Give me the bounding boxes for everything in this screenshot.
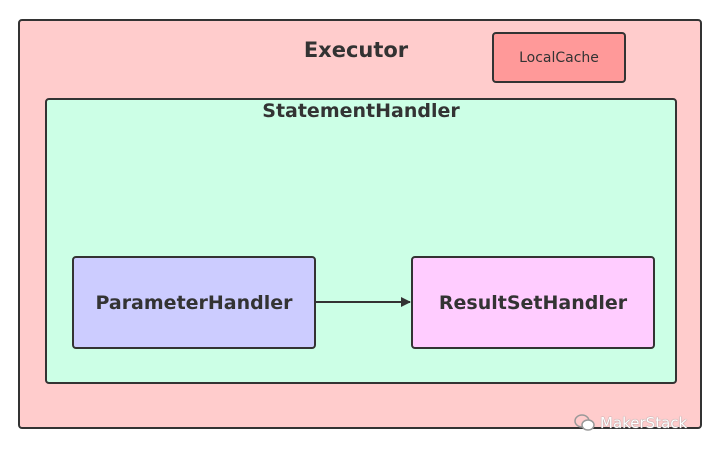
result-set-handler-label: ResultSetHandler <box>438 291 628 314</box>
watermark-text: MakerStack <box>600 414 688 432</box>
parameter-handler-label: ParameterHandler <box>95 291 293 314</box>
local-cache-box: LocalCache <box>492 32 626 83</box>
local-cache-label: LocalCache <box>519 49 599 66</box>
parameter-handler-box: ParameterHandler <box>72 256 316 349</box>
executor-title: Executor <box>303 38 409 62</box>
wechat-icon <box>574 414 595 431</box>
result-set-handler-box: ResultSetHandler <box>411 256 655 349</box>
statement-handler-title: StatementHandler <box>262 100 460 122</box>
watermark: MakerStack <box>574 414 687 432</box>
